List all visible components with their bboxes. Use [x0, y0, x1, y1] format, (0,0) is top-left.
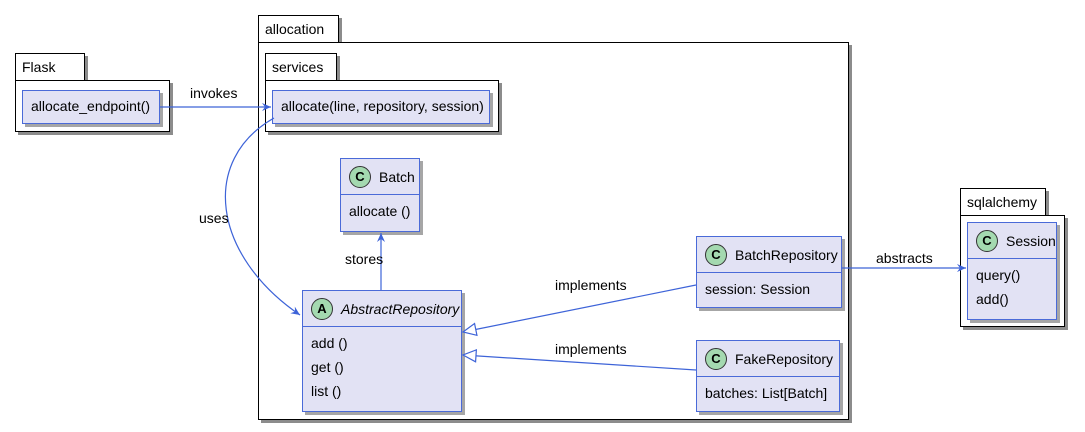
abstract-repository-member: list () — [311, 383, 342, 399]
batch-class: C Batch allocate () — [340, 158, 420, 232]
session-class: C Session query() add() — [967, 222, 1057, 320]
session-member: add() — [976, 291, 1009, 307]
invokes-label: invokes — [190, 85, 238, 101]
session-header: C Session — [968, 223, 1056, 259]
class-badge-icon: C — [976, 229, 998, 252]
implements-arrow-fake-repository — [461, 348, 697, 371]
session-name: Session — [1006, 232, 1056, 249]
package-tab-sqlalchemy: sqlalchemy — [960, 188, 1046, 215]
package-tab-flask-api: Flask API — [15, 53, 85, 101]
batch-repository-member: session: Session — [705, 281, 811, 297]
fake-repository-class: C FakeRepository batches: List[Batch] — [696, 340, 840, 412]
stores-label: stores — [345, 251, 384, 267]
batch-header: C Batch — [341, 159, 419, 195]
class-badge-icon: C — [705, 243, 727, 266]
class-badge-icon: C — [705, 347, 727, 370]
abstract-repository-member: add () — [311, 335, 348, 351]
batch-name: Batch — [379, 168, 415, 185]
fake-repository-member: batches: List[Batch] — [705, 385, 828, 401]
batch-member: allocate () — [349, 203, 411, 219]
uses-label: uses — [199, 210, 229, 226]
fake-repository-header: C FakeRepository — [697, 341, 839, 377]
implements-label: implements — [555, 341, 627, 357]
abstract-repository-name: AbstractRepository — [341, 300, 460, 317]
abstract-repository-class: A AbstractRepository add () get () list … — [302, 290, 462, 412]
abstracts-label: abstracts — [876, 250, 933, 266]
package-tab-allocation: allocation — [258, 15, 339, 42]
allocate-service-box: allocate(line, repository, session) — [272, 90, 490, 124]
allocate-service-label: allocate(line, repository, session) — [281, 98, 484, 114]
batch-repository-class: C BatchRepository session: Session — [696, 236, 842, 308]
abstract-repository-header: A AbstractRepository — [303, 291, 461, 327]
package-tab-services: services — [265, 53, 337, 80]
session-member: query() — [976, 267, 1021, 283]
class-badge-icon: C — [349, 165, 371, 188]
abstract-badge-icon: A — [311, 297, 333, 320]
abstract-repository-member: get () — [311, 359, 344, 375]
allocate-endpoint-label: allocate_endpoint() — [31, 98, 151, 114]
allocate-endpoint-box: allocate_endpoint() — [22, 90, 160, 124]
implements-arrow-batch-repository — [461, 284, 697, 337]
uses-arrow — [225, 117, 301, 316]
fake-repository-name: FakeRepository — [735, 350, 834, 367]
batch-repository-name: BatchRepository — [735, 246, 838, 263]
implements-label: implements — [555, 277, 627, 293]
batch-repository-header: C BatchRepository — [697, 237, 841, 273]
